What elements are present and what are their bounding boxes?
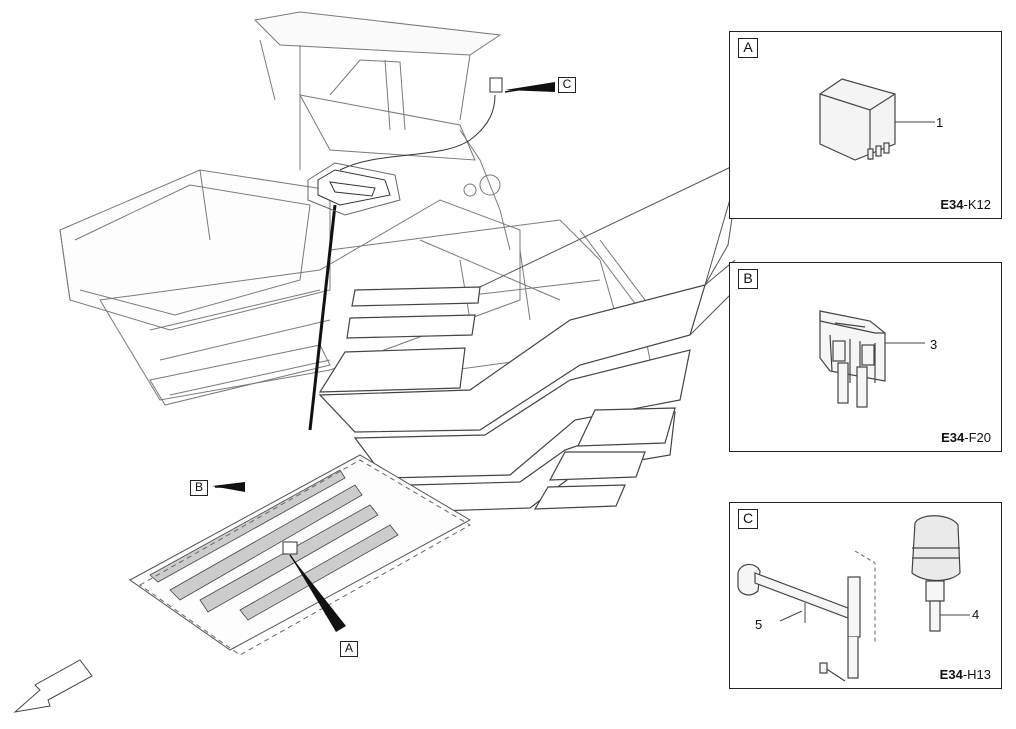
detail-box-b: B 3 E34-F20	[729, 262, 1002, 452]
detail-code-a-bold: E34	[940, 197, 964, 212]
detail-letter-b: B	[738, 269, 758, 289]
callout-3: 3	[930, 337, 938, 352]
beacon-mount-drawing	[737, 515, 970, 682]
detail-box-a: A 1 E34-K12	[729, 31, 1002, 219]
detail-box-c: C 5 4 E34-H13	[729, 502, 1002, 689]
detail-code-c-bold: E34	[939, 667, 963, 682]
fuse-drawing	[819, 310, 925, 408]
tag-c: C	[558, 77, 576, 93]
callout-4: 4	[972, 607, 980, 622]
detail-code-b-bold: E34	[941, 430, 965, 445]
callout-5: 5	[755, 617, 763, 632]
detail-code-c: E34-H13	[940, 667, 991, 682]
detail-code-c-rest: -H13	[962, 667, 991, 682]
detail-letter-a: A	[738, 38, 758, 58]
tag-a: A	[340, 641, 358, 657]
detail-code-a-rest: -K12	[963, 197, 991, 212]
detail-letter-c: C	[738, 509, 758, 529]
callout-1: 1	[936, 115, 944, 130]
detail-code-b: E34-F20	[941, 430, 991, 445]
relay-drawing	[819, 78, 935, 161]
detail-code-a: E34-K12	[940, 197, 991, 212]
tag-b: B	[190, 480, 208, 496]
detail-code-b-rest: -F20	[964, 430, 991, 445]
